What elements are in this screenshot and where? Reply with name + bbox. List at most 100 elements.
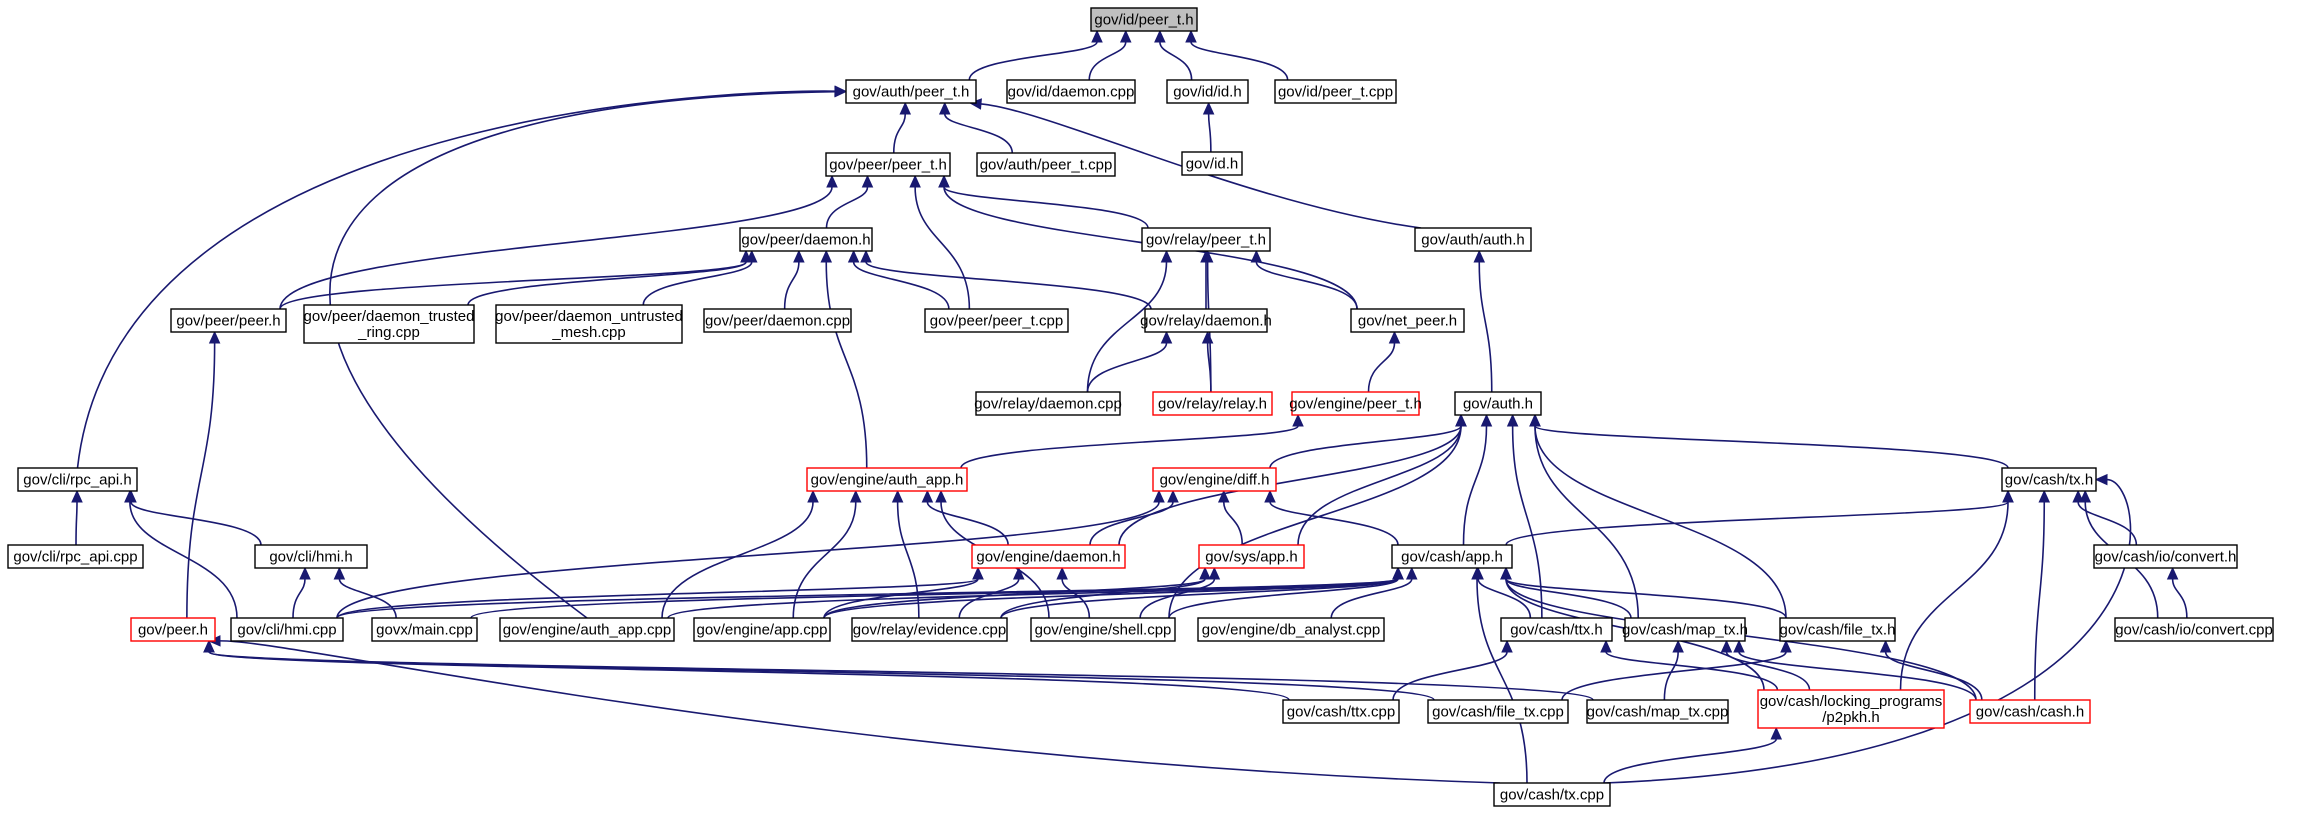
- file-node[interactable]: gov/cash/map_tx.h: [1622, 617, 1748, 642]
- dependency-edge: [1561, 639, 1792, 701]
- file-node[interactable]: gov/peer/daemon.cpp: [703, 308, 852, 333]
- arrowhead-icon: [1012, 566, 1025, 580]
- node-label: gov/auth/auth.h: [1421, 232, 1524, 249]
- node-label: gov/cash/ttx.cpp: [1287, 704, 1395, 721]
- file-node[interactable]: gov/id/peer_t.h: [1090, 7, 1198, 32]
- dependency-edge: [1264, 489, 1399, 546]
- edge-line: [76, 90, 836, 469]
- dependency-edge: [1733, 639, 1977, 701]
- file-node[interactable]: gov/engine/daemon.h: [971, 544, 1126, 569]
- edge-line: [1534, 425, 2009, 469]
- file-node[interactable]: gov/peer.h: [130, 617, 216, 642]
- file-node[interactable]: gov/cash/cash.h: [1969, 699, 2091, 724]
- file-node[interactable]: gov/net_peer.h: [1350, 308, 1465, 333]
- node-label: gov/engine/app.cpp: [697, 622, 828, 639]
- file-node[interactable]: gov/cash/app.h: [1391, 544, 1513, 569]
- file-node[interactable]: gov/engine/app.cpp: [693, 617, 831, 642]
- node-box: [1350, 308, 1465, 333]
- file-node[interactable]: gov/cli/hmi.cpp: [230, 617, 344, 642]
- node-label: gov/peer/daemon.h: [741, 232, 870, 249]
- edge-line: [467, 261, 747, 306]
- edge-line: [292, 578, 306, 619]
- file-node[interactable]: gov/auth/peer_t.cpp: [976, 152, 1116, 177]
- node-label: gov/cash/tx.h: [2005, 472, 2093, 489]
- node-layer: gov/id/peer_t.h gov/auth/peer_t.h gov/id/d…: [7, 7, 2274, 807]
- dependency-edge: [71, 489, 83, 546]
- file-node[interactable]: gov/cash/ttx.cpp: [1282, 699, 1400, 724]
- dependency-edge: [1056, 566, 1091, 619]
- file-node[interactable]: gov/peer/daemon.h: [739, 227, 873, 252]
- file-node[interactable]: gov/sys/app.h: [1198, 544, 1305, 569]
- edge-line: [642, 261, 753, 306]
- file-node[interactable]: gov/relay/daemon.h: [1140, 308, 1272, 333]
- dependency-edge: [279, 174, 838, 310]
- file-node[interactable]: govx/main.cpp: [371, 617, 478, 642]
- arrowhead-icon: [1250, 249, 1263, 263]
- node-label: gov/auth/peer_t.h: [853, 84, 970, 101]
- arrowhead-icon: [1455, 413, 1467, 427]
- dependency-edge: [1185, 29, 1289, 81]
- arrowhead-icon: [1199, 566, 1211, 580]
- file-node[interactable]: gov/id/daemon.cpp: [1006, 79, 1136, 104]
- file-node[interactable]: gov/id/peer_t.cpp: [1274, 79, 1397, 104]
- edge-line: [852, 261, 950, 310]
- arrowhead-icon: [1720, 639, 1733, 653]
- edge-line: [926, 501, 1009, 546]
- file-node[interactable]: gov/engine/diff.h: [1152, 467, 1277, 492]
- node-box: [1969, 699, 2091, 724]
- edge-line: [1477, 578, 1532, 619]
- edge-line: [1534, 425, 1787, 619]
- file-node[interactable]: gov/auth/auth.h: [1414, 227, 1532, 252]
- file-node[interactable]: gov/cli/rpc_api.cpp: [7, 544, 144, 569]
- file-node[interactable]: gov/relay/peer_t.h: [1141, 227, 1271, 252]
- file-node[interactable]: gov/engine/shell.cpp: [1030, 617, 1176, 642]
- arrowhead-icon: [1119, 29, 1132, 43]
- file-node[interactable]: gov/auth/peer_t.h: [845, 79, 977, 104]
- dependency-edge: [1500, 566, 1632, 619]
- arrowhead-icon: [2166, 566, 2179, 580]
- file-node[interactable]: gov/peer/peer_t.h: [825, 152, 951, 177]
- node-box: [17, 467, 138, 492]
- file-node[interactable]: gov/peer/peer_t.cpp: [924, 308, 1069, 333]
- file-node[interactable]: gov/relay/relay.h: [1152, 391, 1273, 416]
- file-node[interactable]: gov/id/id.h: [1166, 79, 1249, 104]
- file-node[interactable]: gov/cash/ttx.h: [1500, 617, 1613, 642]
- node-label: gov/relay/daemon.h: [1140, 313, 1272, 330]
- file-node[interactable]: gov/engine/db_analyst.cpp: [1197, 617, 1385, 642]
- arrowhead-icon: [2094, 473, 2108, 486]
- node-label: gov/id/id.h: [1173, 84, 1241, 101]
- file-node[interactable]: gov/engine/auth_app.cpp: [499, 617, 675, 642]
- arrowhead-icon: [1733, 639, 1745, 653]
- edge-line: [1297, 425, 1462, 546]
- file-node[interactable]: gov/peer/daemon_trusted_ring.cpp: [303, 304, 475, 344]
- file-node[interactable]: gov/engine/auth_app.h: [806, 467, 968, 492]
- arrowhead-icon: [938, 174, 950, 188]
- dependency-edge: [958, 566, 1025, 619]
- file-node[interactable]: gov/cash/locking_programs/p2pkh.h: [1757, 689, 1945, 729]
- node-box: [1141, 227, 1271, 252]
- file-node[interactable]: gov/relay/evidence.cpp: [851, 617, 1008, 642]
- file-node[interactable]: gov/cash/io/convert.h: [2093, 544, 2238, 569]
- file-node[interactable]: gov/cli/rpc_api.h: [17, 467, 138, 492]
- node-box: [975, 391, 1121, 416]
- file-node[interactable]: gov/cash/file_tx.cpp: [1427, 699, 1569, 724]
- file-node[interactable]: gov/auth.h: [1454, 391, 1542, 416]
- file-node[interactable]: gov/peer/peer.h: [170, 308, 287, 333]
- arrowhead-icon: [938, 101, 951, 115]
- file-node[interactable]: gov/cash/io/convert.cpp: [2114, 617, 2274, 642]
- dependency-edge: [336, 489, 1165, 619]
- node-box: [1454, 391, 1542, 416]
- file-node[interactable]: gov/cash/tx.cpp: [1493, 782, 1611, 807]
- node-box: [230, 617, 344, 642]
- file-node[interactable]: gov/cash/file_tx.h: [1779, 617, 1896, 642]
- file-node[interactable]: gov/relay/daemon.cpp: [974, 391, 1122, 416]
- file-node[interactable]: gov/cli/hmi.h: [254, 544, 368, 569]
- file-node[interactable]: gov/peer/daemon_untrusted_mesh.cpp: [495, 304, 683, 344]
- file-node[interactable]: gov/cash/map_tx.cpp: [1586, 699, 1729, 724]
- file-node[interactable]: gov/engine/peer_t.h: [1289, 391, 1422, 416]
- dependency-edge: [1600, 639, 1779, 691]
- arrowhead-icon: [1600, 639, 1612, 653]
- file-node[interactable]: gov/id.h: [1181, 151, 1243, 176]
- node-label: gov/cash/io/convert.h: [2095, 549, 2237, 566]
- file-node[interactable]: gov/cash/tx.h: [2001, 467, 2097, 492]
